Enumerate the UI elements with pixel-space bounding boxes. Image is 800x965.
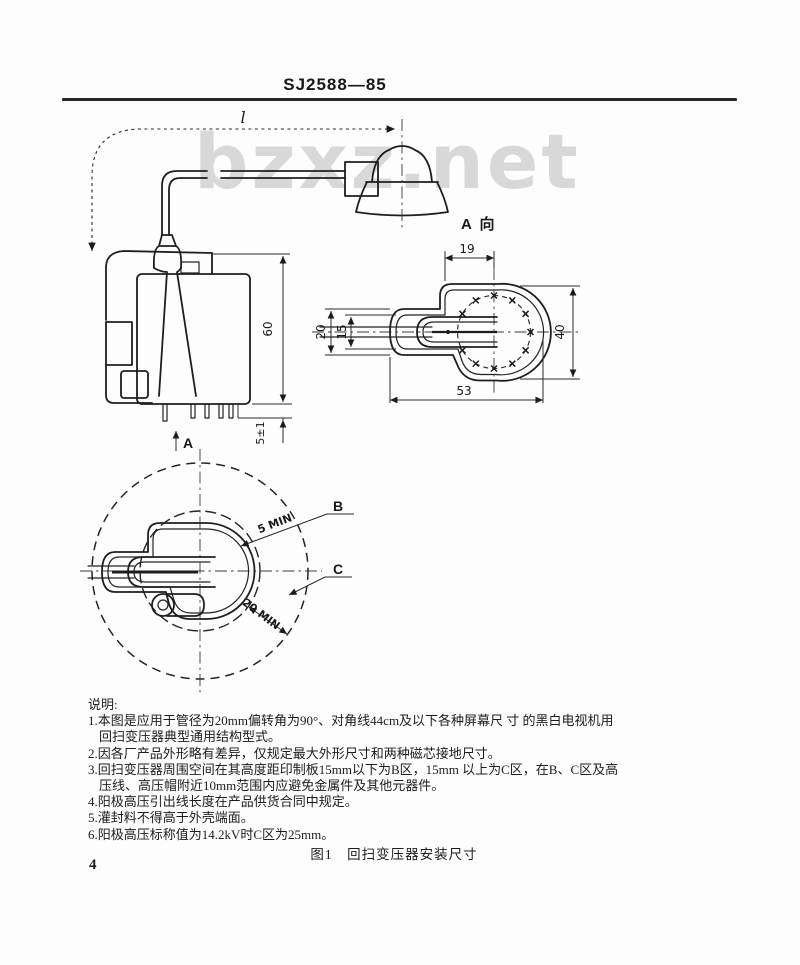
body-top-box <box>180 261 200 274</box>
note-line: 4.阳极高压引出线长度在产品供货合同中规定。 <box>88 794 358 810</box>
clearance-5min-label: 5 MIN <box>256 511 294 536</box>
zone-c-leader <box>288 576 326 596</box>
ext-lines-60 <box>213 253 292 443</box>
hv-tower <box>152 234 183 269</box>
a-view-title: A 向 <box>461 215 496 233</box>
notes-title: 说明: <box>88 697 118 712</box>
zone-b-leader <box>240 513 328 547</box>
a-view-ext-lines <box>325 251 580 403</box>
bottom-body-inner <box>107 528 250 614</box>
body-side-bracket <box>105 250 213 404</box>
header-rule <box>62 98 737 101</box>
dim-label-60: 60 <box>261 321 275 336</box>
a-view-sleeve-outer <box>416 316 498 348</box>
note-line: 回扫变压器典型通用结构型式。 <box>99 729 282 745</box>
dim-label-20: 20 <box>314 324 328 339</box>
ground-lug-tube <box>166 593 205 617</box>
clearance-20min-label: 20 MIN <box>240 596 282 632</box>
clearance-20min-line <box>248 606 288 635</box>
dim-label-19: 19 <box>459 242 474 256</box>
a-view-sleeve-inner <box>422 321 498 343</box>
standard-number: SJ2588—85 <box>283 75 387 94</box>
a-view-lead-lines <box>319 326 433 338</box>
note-line: 6.阳极高压标称值为14.2kV时C区为25mm。 <box>88 826 335 842</box>
front-view: l 60 5±1 A <box>88 108 449 451</box>
a-view-body-inner <box>395 289 545 376</box>
anode-cap <box>355 145 449 217</box>
bottom-lead-lines <box>87 565 135 579</box>
hv-cone <box>153 267 197 397</box>
notes-block: 说明: 1.本图是应用于管径为20mm偏转角为90°、对角线44cm及以下各种屏… <box>88 697 743 843</box>
pin-marks <box>458 291 535 373</box>
note-line: 1.本图是应用于管径为20mm偏转角为90°、对角线44cm及以下各种屏幕尺 寸… <box>88 713 614 729</box>
mounting-foot <box>120 370 149 399</box>
bottom-body-outer <box>101 522 256 620</box>
figure-caption: 图1 回扫变压器安装尺寸 <box>310 847 478 862</box>
dim-label-40: 40 <box>553 324 567 339</box>
bottom-view: B 5 MIN C 20 MIN <box>80 449 354 694</box>
zone-c-label: C <box>333 561 343 577</box>
dim-label-53: 53 <box>456 384 471 398</box>
ground-lug-hole <box>157 599 169 611</box>
dim-label-5pm1: 5±1 <box>254 421 267 444</box>
dim-label-15: 15 <box>335 324 349 339</box>
note-line: 3.回扫变压器周围空间在其高度距印制板15mm以下为B区，15mm 以上为C区，… <box>88 761 619 777</box>
hv-lead-wire <box>161 170 346 236</box>
a-view-body-outer <box>389 282 552 382</box>
dim-line-l <box>88 125 395 251</box>
base-pins <box>162 403 234 422</box>
a-view: A 向 19 40 53 20 15 <box>312 215 580 404</box>
note-line: 5.灌封料不得高于外壳端面。 <box>88 810 254 826</box>
note-line: 2.因各厂产品外形略有差异，仅规定最大外形尺寸和两种磁芯接地尺寸。 <box>88 745 501 761</box>
page-number: 4 <box>89 857 97 873</box>
section-a-label: A <box>183 435 193 451</box>
dim-label-l: l <box>240 108 245 127</box>
ground-lug-ring <box>151 593 175 617</box>
figure1-technical-drawing: l 60 5±1 A <box>80 108 580 694</box>
a-view-lead-dot <box>446 330 450 334</box>
note-line: 压线、高压帽附近10mm范围内应避免金属件及其他元器件。 <box>99 778 445 794</box>
zone-b-label: B <box>333 498 343 514</box>
